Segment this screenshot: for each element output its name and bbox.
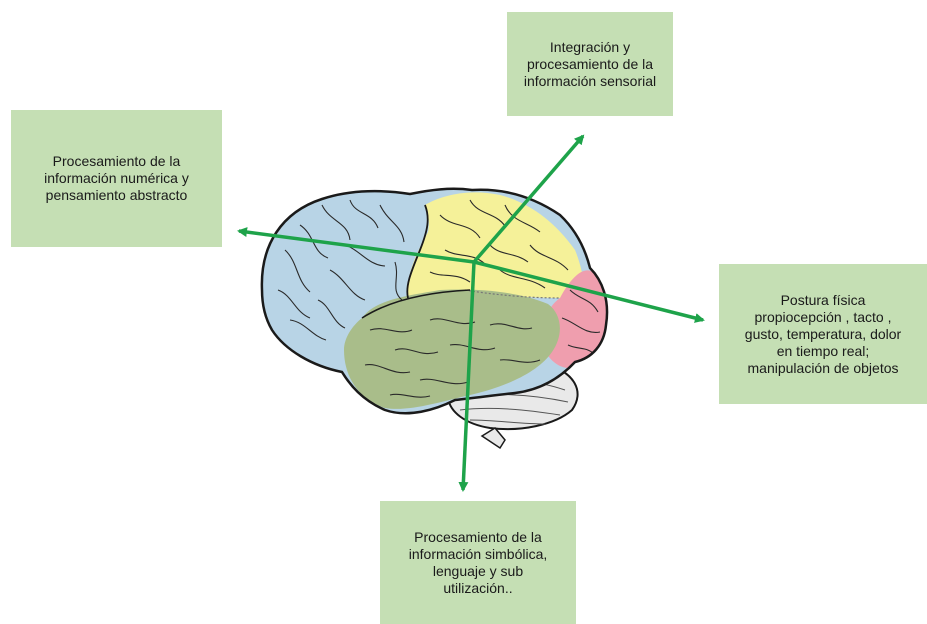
brain-outline	[260, 187, 609, 415]
lateral-sulcus	[361, 289, 471, 319]
box-top-line: Integración y	[549, 38, 631, 55]
arrow-to-top	[472, 134, 585, 264]
arrow-to-bottom	[458, 261, 476, 492]
box-left-line: pensamiento abstracto	[45, 187, 188, 203]
box-right-bg	[719, 264, 927, 404]
box-left-bg	[11, 110, 222, 247]
box-bottom-bg	[380, 501, 576, 624]
box-right-line: gusto, temperatura, dolor	[744, 325, 902, 342]
central-sulcus	[406, 204, 429, 299]
temporal-lobe	[344, 289, 560, 409]
arrow-to-right	[473, 260, 705, 323]
box-right-line: Postura física	[780, 291, 866, 308]
parietal-lobe	[407, 192, 585, 298]
brain-illustration-icon	[260, 187, 609, 450]
posture-proprioception-box: Postura física propiocepción , tacto , g…	[719, 264, 927, 404]
box-top-bg	[507, 12, 673, 116]
box-right-line: en tiempo real;	[776, 342, 870, 359]
box-top-line: procesamiento de la	[526, 55, 654, 72]
symbolic-language-box: Procesamiento de la información simbólic…	[380, 501, 576, 624]
box-left-line: Procesamiento de la	[52, 153, 181, 169]
box-left-line: información numérica y	[44, 170, 189, 186]
arrows	[237, 134, 705, 492]
box-right-line: manipulación de objetos	[747, 359, 899, 376]
box-right-line: propiocepción , tacto ,	[754, 308, 892, 325]
box-bottom-line: Procesamiento de la	[414, 528, 542, 545]
box-bottom-line: lenguaje y sub	[432, 562, 524, 579]
box-top-line: información sensorial	[523, 72, 657, 89]
box-bottom-line: utilización..	[443, 579, 513, 596]
numeric-abstract-box: Procesamiento de la información numérica…	[11, 110, 222, 247]
box-bottom-line: información simbólica,	[408, 545, 548, 562]
arrow-to-left	[237, 227, 475, 264]
sensory-integration-box: Integración y procesamiento de la inform…	[507, 12, 673, 116]
occipital-lobe	[542, 270, 608, 369]
